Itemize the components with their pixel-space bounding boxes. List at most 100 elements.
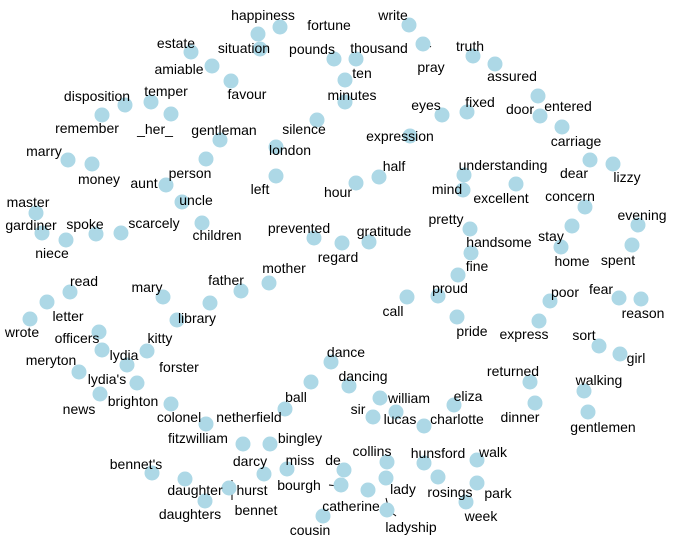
node-excellent[interactable] [508, 176, 524, 192]
node-lydia[interactable] [94, 342, 110, 358]
node-mary[interactable] [155, 289, 171, 305]
node-stay[interactable] [564, 218, 580, 234]
node-lydia-s[interactable] [119, 357, 135, 373]
node-disposition[interactable] [117, 97, 133, 113]
node-mind[interactable] [455, 182, 471, 198]
node-situation[interactable] [252, 41, 268, 57]
node-left[interactable] [268, 168, 284, 184]
node-lizzy[interactable] [605, 156, 621, 172]
node-miss[interactable] [279, 461, 295, 477]
node-pounds[interactable] [326, 51, 342, 67]
node-returned[interactable] [522, 374, 538, 390]
node-master[interactable] [28, 205, 44, 221]
node-estate[interactable] [183, 44, 199, 60]
node-ball[interactable] [303, 374, 319, 390]
node-marry[interactable] [60, 152, 76, 168]
node-entered[interactable] [530, 88, 546, 104]
node-door[interactable] [532, 108, 548, 124]
node-daughter[interactable] [177, 471, 193, 487]
node-meryton[interactable] [71, 364, 87, 380]
node-kitty[interactable] [169, 312, 185, 328]
node-gentlemen[interactable] [580, 404, 596, 420]
node-walk[interactable] [469, 452, 485, 468]
node-girl[interactable] [612, 346, 628, 362]
node-person[interactable] [198, 151, 214, 167]
node-fixed[interactable] [459, 104, 475, 120]
node-minutes[interactable] [337, 94, 353, 110]
node-children[interactable] [194, 215, 210, 231]
node-half[interactable] [371, 169, 387, 185]
node-william[interactable] [372, 390, 388, 406]
node-evening[interactable] [630, 217, 646, 233]
node-fear[interactable] [611, 290, 627, 306]
node-lady[interactable] [378, 470, 394, 486]
node-bennet-s[interactable] [144, 465, 160, 481]
node-fortune[interactable] [272, 19, 288, 35]
node-hour[interactable] [348, 175, 364, 191]
node-pride[interactable] [449, 309, 465, 325]
node-lucas[interactable] [388, 404, 404, 420]
node-understanding[interactable] [456, 167, 472, 183]
node-de[interactable] [336, 462, 352, 478]
node-gentleman[interactable] [212, 132, 228, 148]
node-prevented[interactable] [306, 230, 322, 246]
node-bingley[interactable] [262, 436, 278, 452]
node-sort[interactable] [591, 338, 607, 354]
node-her[interactable] [163, 106, 179, 122]
node-dance[interactable] [323, 354, 339, 370]
node-fitzwilliam[interactable] [198, 416, 214, 432]
node-expression[interactable] [402, 128, 418, 144]
node-week[interactable] [458, 494, 474, 510]
node-gratitude[interactable] [361, 234, 377, 250]
node-colonel[interactable] [163, 396, 179, 412]
node-hurst[interactable] [256, 466, 272, 482]
node-father[interactable] [233, 283, 249, 299]
node-amiable[interactable] [204, 58, 220, 74]
node-scarcely[interactable] [113, 225, 129, 241]
node-poor[interactable] [542, 293, 558, 309]
node-pray[interactable] [415, 36, 431, 52]
node-silence[interactable] [309, 112, 325, 128]
node-dear[interactable] [582, 152, 598, 168]
node-ten[interactable] [337, 72, 353, 88]
node-happiness[interactable] [250, 26, 266, 42]
node-pretty[interactable] [462, 221, 478, 237]
node-fine[interactable] [450, 267, 466, 283]
node-walking[interactable] [576, 383, 592, 399]
node-sir[interactable] [365, 409, 381, 425]
node-handsome[interactable] [463, 245, 479, 261]
node-collins[interactable] [379, 454, 395, 470]
node-favour[interactable] [223, 73, 239, 89]
node-london[interactable] [268, 139, 284, 155]
node-eyes[interactable] [434, 107, 450, 123]
node-thousand[interactable] [348, 51, 364, 67]
node-letter[interactable] [39, 294, 55, 310]
node-express[interactable] [531, 313, 547, 329]
node-proud[interactable] [430, 288, 446, 304]
node-uncle[interactable] [174, 194, 190, 210]
node-concern[interactable] [577, 199, 593, 215]
node-news[interactable] [129, 375, 145, 391]
node-assured[interactable] [487, 56, 503, 72]
node-bourgh[interactable] [333, 477, 349, 493]
node-bennet[interactable] [221, 480, 237, 496]
node-home[interactable] [553, 239, 569, 255]
node-read[interactable] [62, 284, 78, 300]
node-hunsford[interactable] [416, 455, 432, 471]
node-dinner[interactable] [527, 395, 543, 411]
node-library[interactable] [202, 295, 218, 311]
node-park[interactable] [469, 475, 485, 491]
node-ladyship[interactable] [379, 502, 395, 518]
node-daughters[interactable] [197, 493, 213, 509]
node-temper[interactable] [143, 94, 159, 110]
node-regard[interactable] [334, 235, 350, 251]
node-gardiner[interactable] [34, 225, 50, 241]
node-darcy[interactable] [235, 436, 251, 452]
node-netherfield[interactable] [277, 401, 293, 417]
node-dancing[interactable] [341, 378, 357, 394]
node-charlotte[interactable] [416, 418, 432, 434]
node-spent[interactable] [624, 237, 640, 253]
node-wrote[interactable] [22, 311, 38, 327]
node-truth[interactable] [465, 48, 481, 64]
node-officers[interactable] [91, 324, 107, 340]
